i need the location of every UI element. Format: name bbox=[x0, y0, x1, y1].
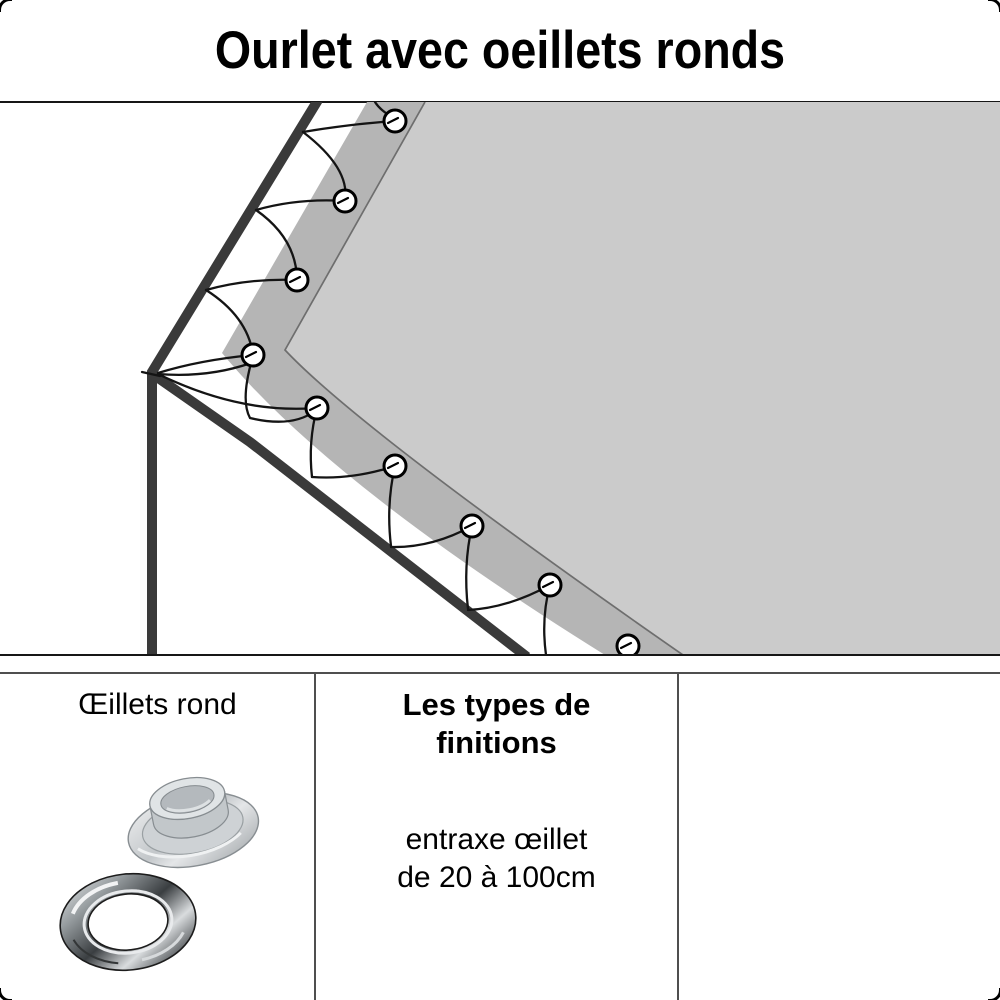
eyelet-cord-tick bbox=[308, 403, 322, 412]
cord-segment bbox=[244, 354, 317, 423]
eyelet bbox=[537, 572, 563, 598]
heading-line: Les types de bbox=[402, 687, 591, 722]
washer-shadow-arc bbox=[72, 939, 119, 965]
cord-segment bbox=[156, 372, 318, 410]
page-title: Ourlet avec oeillets ronds bbox=[214, 21, 786, 80]
rounded-corner-mark bbox=[988, 0, 1000, 12]
finish-types-panel: Les types de finitions entraxe œillet de… bbox=[316, 686, 677, 897]
cord-segment bbox=[140, 370, 162, 378]
finish-types-heading: Les types de finitions bbox=[316, 686, 677, 762]
grommet-barrel-photo bbox=[127, 776, 260, 869]
eyelet bbox=[459, 513, 485, 539]
eyelet bbox=[382, 108, 408, 134]
eyelet-spacing-text: entraxe œillet de 20 à 100cm bbox=[316, 821, 677, 897]
eyelet-cord-tick bbox=[386, 461, 400, 470]
panel-divider-left bbox=[314, 674, 316, 1000]
eyelet-type-label: Œillets rond bbox=[78, 688, 237, 721]
eyelet-cord-tick bbox=[336, 196, 350, 205]
body-line: de 20 à 100cm bbox=[397, 861, 596, 894]
eyelet bbox=[332, 188, 358, 214]
eyelet-cord-tick bbox=[288, 275, 302, 284]
hem-band bbox=[222, 102, 683, 655]
grommet-washer-photo bbox=[59, 872, 197, 972]
eyelet bbox=[240, 342, 266, 368]
eyelet-cord-tick bbox=[386, 116, 400, 125]
eyelet bbox=[284, 267, 310, 293]
eyelet-cord-tick bbox=[541, 580, 555, 589]
washer-highlight bbox=[141, 931, 185, 962]
eyelet-cord-tick bbox=[619, 641, 633, 650]
grommet-hole-shine bbox=[166, 799, 212, 813]
cord-segment bbox=[156, 361, 253, 376]
hem-fold-line bbox=[283, 102, 684, 655]
divider-diagram-bottom bbox=[0, 654, 1000, 656]
grommet-flange-shine bbox=[137, 831, 242, 859]
washer-highlight bbox=[70, 880, 119, 915]
eyelet bbox=[382, 453, 408, 479]
rounded-corner-mark bbox=[988, 988, 1000, 1000]
eyelet-cord-tick bbox=[244, 350, 258, 359]
divider-panel-top bbox=[0, 672, 1000, 674]
frame-bar-top-left bbox=[147, 102, 323, 655]
washer-ring bbox=[59, 872, 197, 972]
rounded-corner-mark bbox=[0, 0, 12, 12]
frame-bar-bottom bbox=[151, 370, 531, 655]
tarp-body bbox=[285, 102, 1000, 655]
washer-inner-rim-shine bbox=[82, 889, 174, 955]
eyelet-cord-tick bbox=[463, 521, 477, 530]
body-line: entraxe œillet bbox=[405, 823, 588, 856]
tarp-hem-diagram bbox=[140, 102, 1000, 655]
rounded-corner-mark bbox=[0, 988, 12, 1000]
eyelets-group bbox=[240, 108, 641, 655]
panel-divider-right bbox=[677, 674, 679, 1000]
eyelet bbox=[304, 395, 330, 421]
heading-line: finitions bbox=[436, 725, 557, 760]
